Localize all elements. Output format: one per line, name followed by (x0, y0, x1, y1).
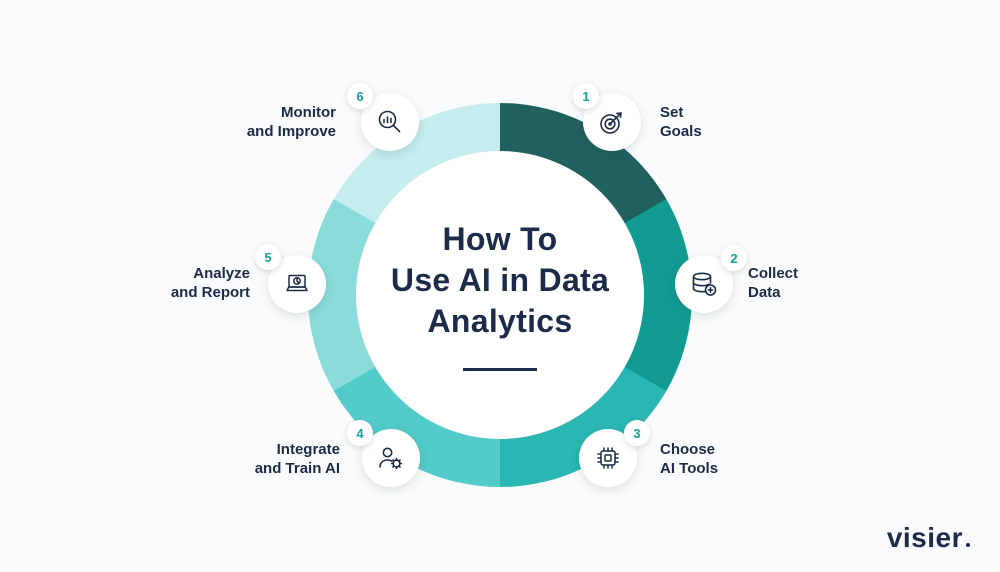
step2-label-line2: Data (748, 284, 781, 301)
title-line-1: How To (442, 221, 558, 257)
center-circle: How To Use AI in Data Analytics (356, 151, 644, 439)
step3-label-line2: AI Tools (660, 460, 719, 477)
step3-label: Choose AI Tools (660, 440, 718, 478)
step1-label-line1: Set (660, 104, 684, 121)
step6-label-line1: Monitor (281, 104, 336, 121)
step6-label: Monitor and Improve (247, 103, 336, 141)
step2-label: Collect Data (748, 264, 798, 302)
step4-number-badge: 4 (347, 420, 373, 446)
visier-logo-text: visier (886, 522, 963, 553)
step5-label-line2: and Report (170, 284, 250, 301)
step5-number-badge: 5 (255, 244, 281, 270)
person-gear-icon (379, 447, 403, 470)
page-title: How To Use AI in Data Analytics (391, 219, 609, 342)
magnifier-chart-icon (378, 110, 401, 133)
step1-label-line2: Goals (660, 123, 702, 140)
step2-number-badge: 2 (721, 245, 747, 271)
step4-label-line2: and Train AI (254, 460, 340, 477)
step1-number-badge: 1 (573, 83, 599, 109)
step4-icon-circle (362, 429, 420, 487)
ai-chip-icon (597, 447, 619, 469)
step1-label: Set Goals (660, 103, 702, 141)
visier-logo: visier (887, 522, 970, 554)
step6-number-badge: 6 (347, 83, 373, 109)
laptop-chart-icon (286, 274, 308, 292)
step3-number-badge: 3 (624, 420, 650, 446)
title-line-2: Use AI in Data (390, 262, 610, 298)
step4-label-line1: Integrate (276, 441, 340, 458)
target-arrow-icon (600, 112, 622, 134)
step5-label-line1: Analyze (193, 265, 250, 282)
step6-label-line2: and Improve (246, 123, 336, 140)
database-plus-icon (692, 272, 717, 296)
step5-label: Analyze and Report (171, 264, 250, 302)
step4-label: Integrate and Train AI (255, 440, 340, 478)
title-underline (463, 368, 537, 371)
step3-label-line1: Choose (660, 441, 716, 458)
title-line-3: Analytics (427, 303, 573, 339)
step2-label-line1: Collect (748, 265, 799, 282)
visier-logo-dot (966, 543, 970, 547)
